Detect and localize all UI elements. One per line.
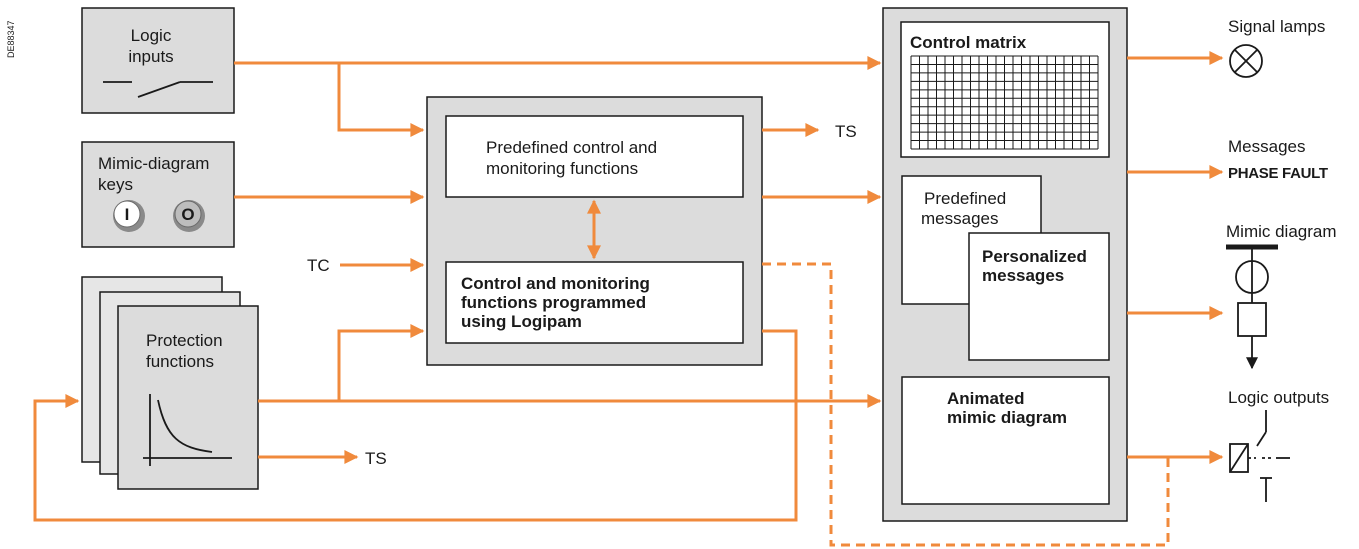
- connectors: [33, 51, 1224, 547]
- inverse-time-curve-icon: [143, 394, 232, 466]
- mimic-diagram-symbol-icon: [1226, 244, 1278, 370]
- predefined-functions-box: [445, 115, 744, 198]
- protection-label-2: functions: [146, 352, 214, 371]
- display-panel: Control matrix Predefined messages Perso…: [882, 7, 1128, 522]
- personalized-messages-label-1: Personalized: [982, 247, 1087, 266]
- ts-label-top: TS: [835, 122, 857, 141]
- signal-lamp-icon: [1229, 44, 1263, 78]
- tc-label: TC: [307, 256, 330, 275]
- logipam-label-3: using Logipam: [461, 312, 582, 331]
- predefined-messages-label-1: Predefined: [924, 189, 1006, 208]
- control-monitoring-panel: Predefined control and monitoring functi…: [426, 96, 763, 366]
- messages-label: Messages: [1228, 137, 1305, 156]
- animated-mimic-label-2: mimic diagram: [947, 408, 1067, 427]
- switch-contact-icon: [103, 81, 213, 98]
- key-on-label: I: [125, 205, 130, 224]
- logic-outputs-label: Logic outputs: [1228, 388, 1329, 407]
- logipam-label-1: Control and monitoring: [461, 274, 650, 293]
- mimic-diagram-label: Mimic diagram: [1226, 222, 1337, 241]
- mimic-diagram-keys-block: Mimic-diagram keys I O: [81, 141, 235, 248]
- relay-contact-icon: [1229, 410, 1290, 502]
- protection-label-1: Protection: [146, 331, 223, 350]
- key-off-icon: O: [173, 200, 205, 232]
- dashed-logipam-to-outputs: [762, 262, 1170, 547]
- arrow-logic-to-center: [337, 63, 425, 137]
- animated-mimic-label-1: Animated: [947, 389, 1024, 408]
- phase-fault-message: PHASE FAULT: [1228, 165, 1328, 182]
- predefined-functions-label-1: Predefined control and: [486, 138, 657, 157]
- key-on-icon: I: [113, 200, 145, 232]
- signal-lamps-label: Signal lamps: [1228, 17, 1325, 36]
- animated-mimic-box: [901, 376, 1110, 505]
- logipam-label-2: functions programmed: [461, 293, 646, 312]
- logipam-functions-box: [445, 261, 744, 344]
- predefined-messages-label-2: messages: [921, 209, 998, 228]
- control-matrix-label: Control matrix: [910, 33, 1027, 52]
- key-off-label: O: [181, 205, 194, 224]
- logic-inputs-label-2: inputs: [128, 47, 173, 66]
- mimic-keys-label-1: Mimic-diagram: [98, 154, 209, 173]
- predefined-functions-label-2: monitoring functions: [486, 159, 638, 178]
- matrix-grid: [910, 55, 1099, 150]
- logic-inputs-block: Logic inputs: [81, 7, 235, 114]
- mimic-keys-label-2: keys: [98, 175, 133, 194]
- protection-functions-stack: Protection functions: [81, 276, 259, 490]
- arrow-logipam-feedback: [33, 329, 798, 522]
- doc-reference: DE88347: [6, 20, 16, 58]
- ts-label-bottom: TS: [365, 449, 387, 468]
- logic-inputs-label-1: Logic: [131, 26, 172, 45]
- personalized-messages-label-2: messages: [982, 266, 1064, 285]
- arrow-protection-to-center: [337, 324, 425, 401]
- personalized-messages-box: [968, 232, 1110, 361]
